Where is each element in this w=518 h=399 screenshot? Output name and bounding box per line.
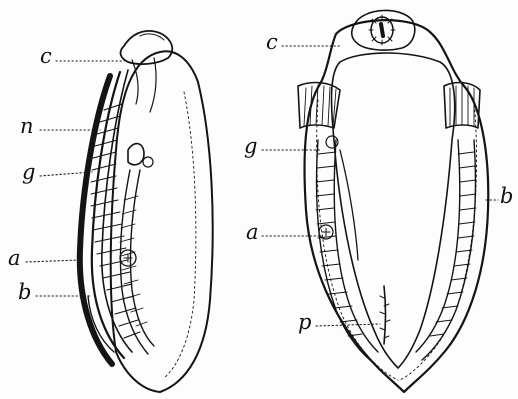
label-b-left: b	[18, 282, 31, 303]
leader-a-left	[26, 260, 80, 262]
label-c-right: c	[266, 32, 278, 53]
right-specimen	[298, 10, 488, 392]
label-a-left: a	[8, 248, 21, 269]
leader-p-right	[316, 324, 380, 326]
label-c-left: c	[40, 46, 52, 67]
left-specimen	[80, 31, 213, 392]
label-n-left: n	[20, 116, 34, 137]
label-p-right: p	[298, 312, 311, 333]
label-a-right: a	[246, 222, 259, 243]
label-g-left: g	[22, 162, 35, 183]
label-b-right: b	[500, 186, 513, 207]
label-g-right: g	[244, 136, 257, 157]
